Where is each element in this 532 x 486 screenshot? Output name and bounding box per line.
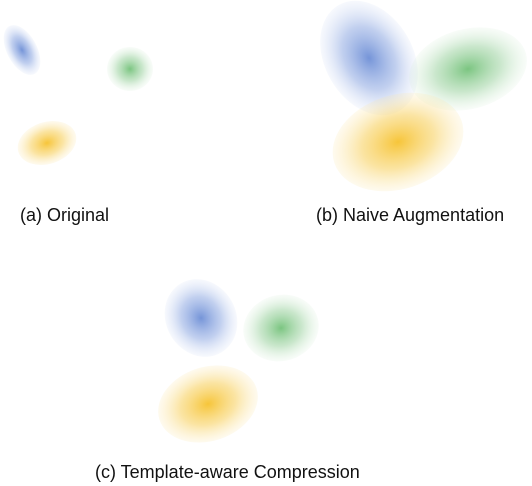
- panel-c-template-aware-compression: [158, 279, 319, 443]
- caption-template-aware-compression: (c) Template-aware Compression: [95, 462, 360, 482]
- panel-c-yellow-cluster: [158, 365, 258, 443]
- panel-b-blue-cluster: [320, 0, 418, 116]
- panel-b-yellow-cluster: [332, 92, 464, 192]
- panel-c-green-cluster: [243, 294, 319, 362]
- panel-c-blue-cluster: [164, 279, 238, 357]
- panel-a-original: [3, 25, 153, 166]
- panel-b-green-cluster: [409, 27, 527, 111]
- panel-a-blue-cluster: [3, 25, 41, 75]
- panel-a-green-cluster: [107, 47, 153, 91]
- panel-b-naive-augmentation: [320, 0, 527, 192]
- caption-original: (a) Original: [20, 205, 110, 225]
- panel-a-yellow-cluster: [17, 120, 77, 166]
- caption-naive-augmentation: (b) Naive Augmentation: [316, 205, 505, 225]
